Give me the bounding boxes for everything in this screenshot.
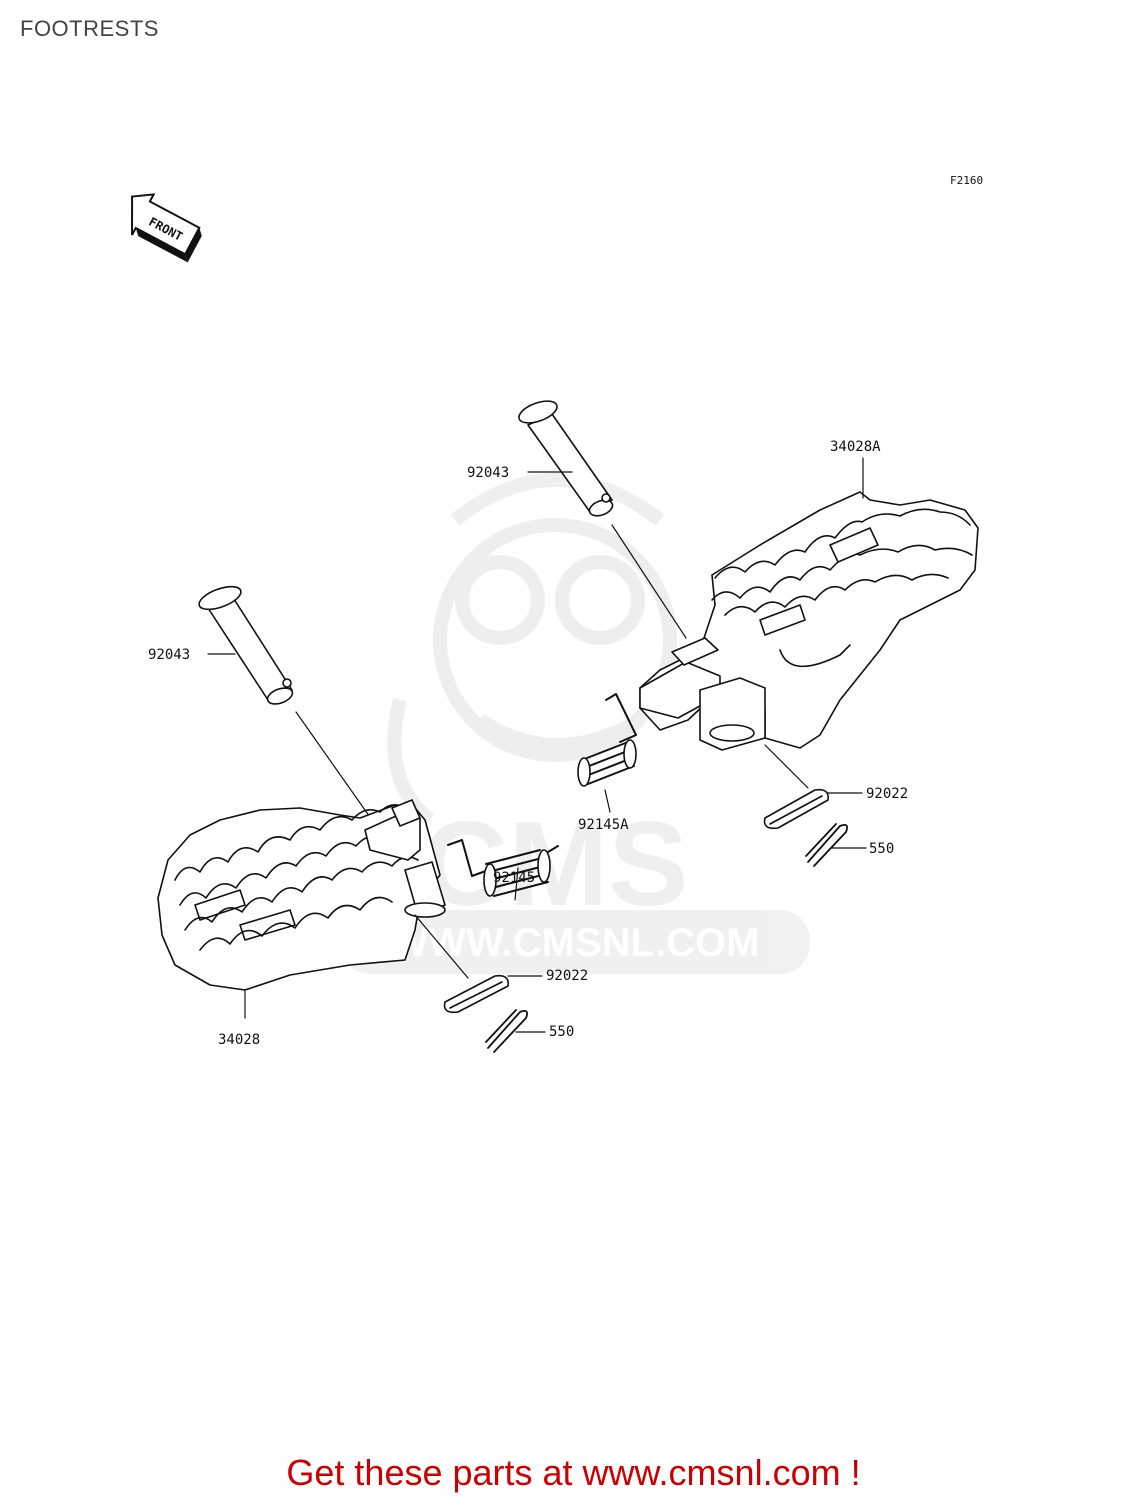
spring-right [577, 693, 637, 813]
callout-washer-left: 92022 [546, 968, 588, 984]
watermark-url: WWW.CMSNL.COM [391, 921, 760, 965]
watermark-brand: CMS [422, 797, 689, 931]
washer-left [443, 974, 543, 1014]
cotter-pin-left [485, 1009, 546, 1053]
footrest-right [639, 491, 979, 751]
cotter-pin-right [805, 823, 867, 867]
callout-cotter-right: 550 [869, 841, 894, 857]
callout-spring-left: 92145 [493, 870, 535, 886]
callout-cotter-left: 550 [549, 1024, 574, 1040]
footer-link[interactable]: Get these parts at www.cmsnl.com ! [286, 1452, 861, 1493]
washer-right [763, 744, 863, 830]
callout-footrest-right: 34028A [830, 439, 881, 455]
front-arrow-icon: FRONT [131, 193, 202, 263]
callout-pin-left: 92043 [148, 647, 190, 663]
pin-right [518, 400, 687, 639]
page-title: FOOTRESTS [20, 16, 159, 41]
parts-diagram: CMS WWW.CMSNL.COM F2160 FRONT [131, 174, 983, 1053]
callout-spring-right: 92145A [578, 817, 629, 833]
watermark-mascot [387, 473, 677, 826]
diagram-code: F2160 [950, 174, 983, 187]
watermark-band [340, 910, 810, 974]
watermark: CMS WWW.CMSNL.COM [340, 473, 810, 974]
spring-left [447, 839, 559, 901]
callout-footrest-left: 34028 [218, 1032, 260, 1048]
pin-left [198, 585, 373, 821]
callout-pin-right: 92043 [467, 465, 509, 481]
callout-washer-right: 92022 [866, 786, 908, 802]
footrest-left [157, 799, 469, 1019]
